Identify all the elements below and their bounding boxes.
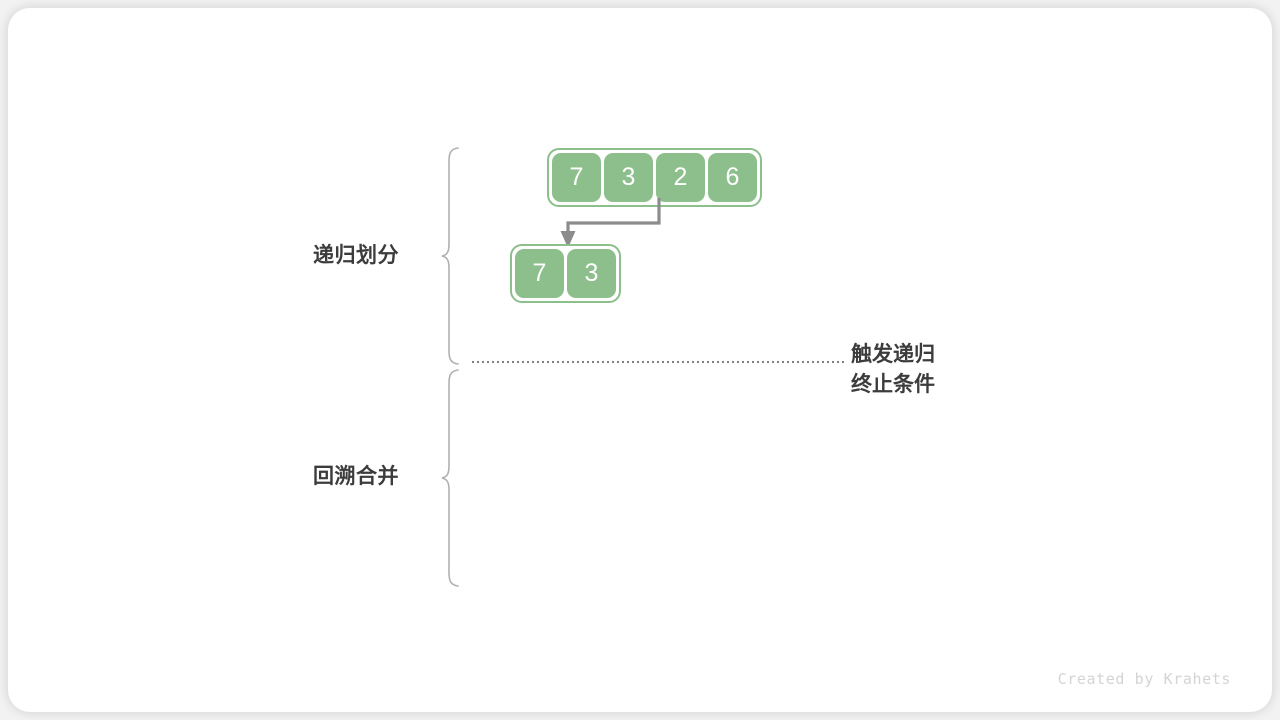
figure-card: 递归划分 回溯合并 7 3 2 6 7 3 触发递归 [8,8,1272,712]
array-root: 7 3 2 6 [547,148,762,207]
array-cell: 2 [656,153,705,202]
annotation-line-2: 终止条件 [851,373,935,396]
annotation-line-1: 触发递归 [851,343,935,366]
curly-brace-divide-icon [441,147,459,365]
array-cell: 3 [567,249,616,298]
dotted-divider-line [472,361,844,363]
array-left-half: 7 3 [510,244,621,303]
section-label-merge: 回溯合并 [313,465,399,488]
curly-brace-merge-icon [441,369,459,587]
array-cell: 7 [515,249,564,298]
divide-arrow-icon [560,198,661,248]
array-cell: 3 [604,153,653,202]
array-cell: 6 [708,153,757,202]
annotation-termination-condition: 触发递归 终止条件 [851,340,935,400]
watermark-credit: Created by Krahets [1057,670,1231,688]
array-cell: 7 [552,153,601,202]
section-label-divide: 递归划分 [313,244,399,267]
